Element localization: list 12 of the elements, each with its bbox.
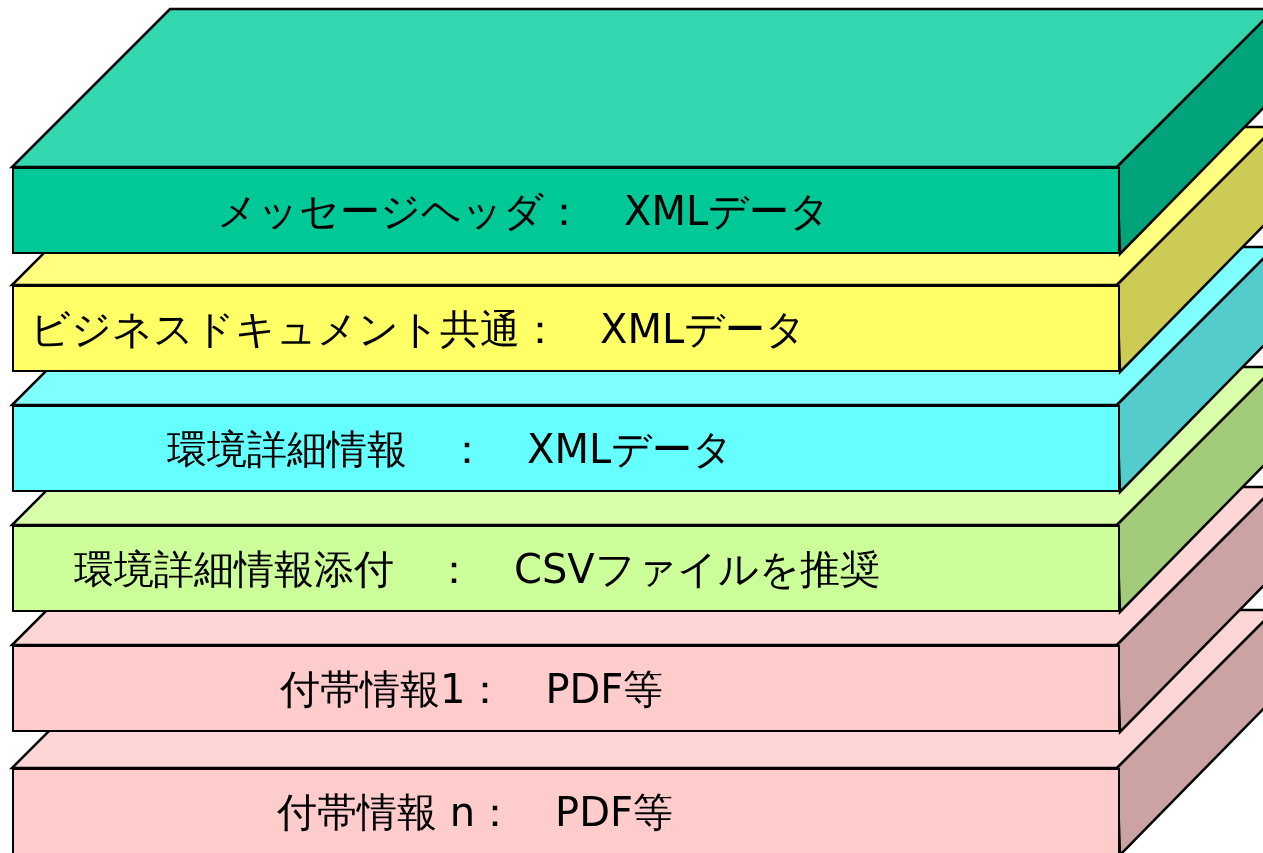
layer-label: 環境詳細情報添付 ： CSVファイルを推奨 <box>74 545 880 593</box>
layer-label: 環境詳細情報 ： XMLデータ <box>167 425 734 473</box>
layer-box <box>12 405 1120 492</box>
layer-box <box>12 285 1120 372</box>
layer-box <box>12 525 1120 612</box>
layer-label: 付帯情報1： PDF等 <box>280 665 664 713</box>
layer-label: ビジネスドキュメント共通： XMLデータ <box>30 305 807 353</box>
layer-box <box>12 768 1120 853</box>
layer-label: 付帯情報 n： PDF等 <box>277 788 673 836</box>
layer-label: メッセージヘッダ： XMLデータ <box>217 187 831 235</box>
layer-box <box>12 645 1120 732</box>
layer-box <box>12 167 1120 254</box>
